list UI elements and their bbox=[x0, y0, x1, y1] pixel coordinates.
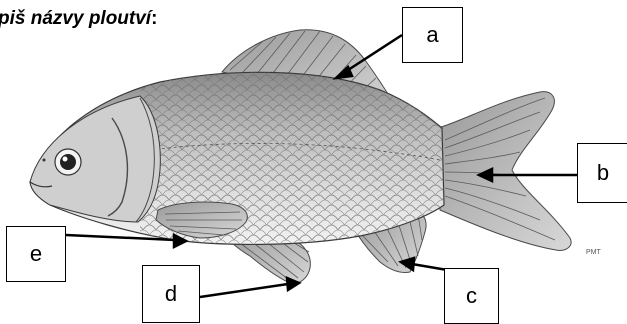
fish-head bbox=[30, 96, 160, 222]
label-d: d bbox=[165, 281, 177, 307]
label-box-a: a bbox=[402, 7, 463, 63]
label-box-b: b bbox=[577, 143, 627, 203]
label-a: a bbox=[426, 22, 438, 48]
arrow-d bbox=[200, 284, 288, 297]
caudal-fin bbox=[438, 92, 571, 251]
label-b: b bbox=[597, 160, 609, 186]
label-c: c bbox=[466, 283, 477, 309]
label-e: e bbox=[30, 241, 42, 267]
label-box-e: e bbox=[6, 226, 66, 282]
artist-signature: PMT bbox=[586, 249, 602, 256]
label-box-d: d bbox=[142, 265, 200, 323]
label-box-c: c bbox=[444, 268, 499, 324]
